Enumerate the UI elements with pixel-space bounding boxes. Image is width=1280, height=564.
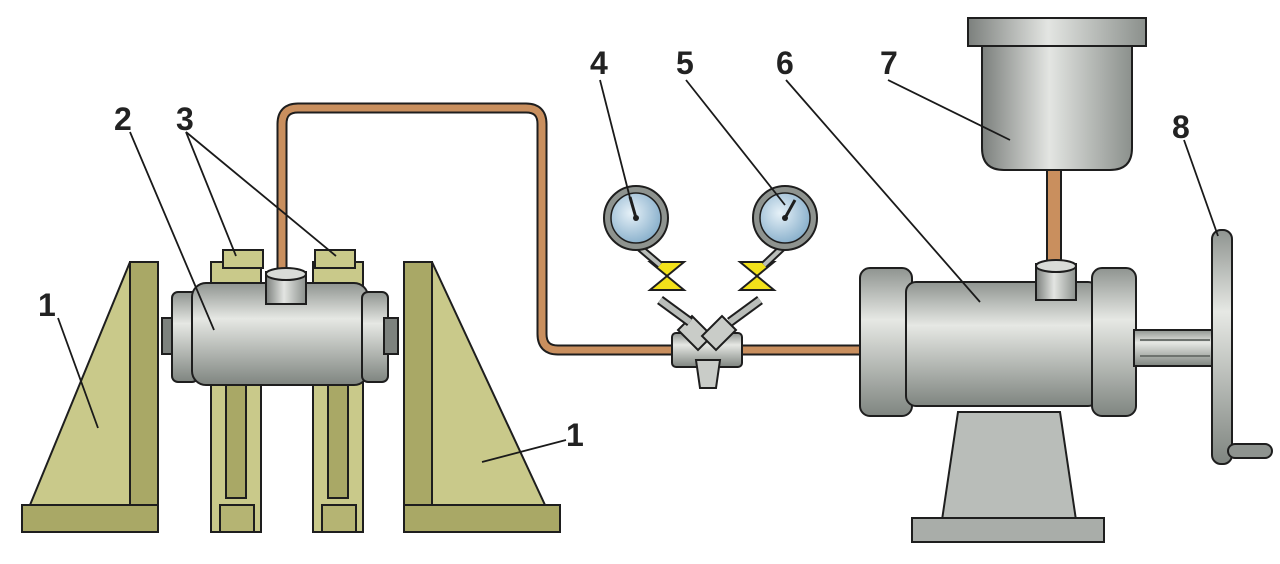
hand-press [859, 259, 1217, 543]
label-press: 6 [776, 45, 794, 81]
label-clamps: 3 [176, 101, 194, 137]
test-cylinder [161, 267, 399, 386]
handwheel [1211, 229, 1273, 465]
label-gauge-left: 4 [590, 45, 608, 81]
label-gauge-right: 5 [676, 45, 694, 81]
label-cylinder: 2 [114, 101, 132, 137]
pressure-gauge-left [603, 185, 669, 251]
label-reservoir: 7 [880, 45, 898, 81]
valve-right [727, 245, 785, 327]
stand-left [21, 261, 159, 533]
stand-right [403, 261, 561, 533]
label-stand-right: 1 [566, 417, 584, 453]
label-stand-left: 1 [38, 287, 56, 323]
leader-lines [57, 79, 1219, 463]
fluid-reservoir [967, 17, 1147, 171]
valve-left [637, 244, 693, 327]
pipe-line [276, 102, 1062, 356]
label-handwheel: 8 [1172, 109, 1190, 145]
gauge-manifold [671, 314, 743, 389]
pressure-gauge-right [752, 185, 818, 251]
